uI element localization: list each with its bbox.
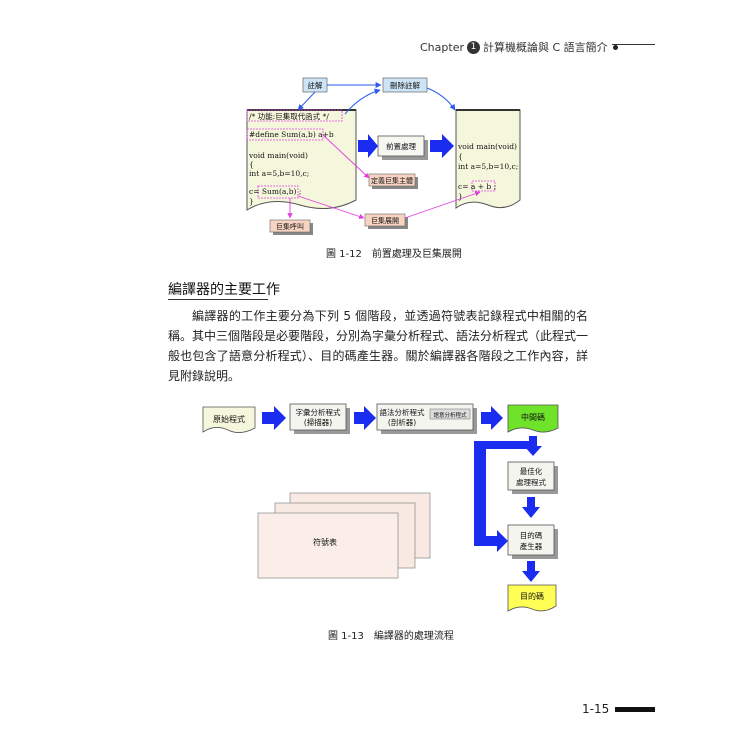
intermediate-code-label: 中間碼 — [521, 412, 545, 422]
book-page — [95, 0, 655, 750]
parser-label: 語法分析程式 — [380, 407, 425, 417]
left-code-line-3: void main(void) — [248, 151, 308, 160]
left-code-line-2: #define Sum(a,b) a+b — [249, 130, 334, 139]
left-code-line-1: /* 功能:巨集取代函式 */ — [249, 111, 329, 121]
left-arrow — [358, 134, 378, 158]
optimizer-label: 最佳化 — [520, 466, 543, 476]
intermediate-code-node — [507, 404, 559, 433]
symbol-table-label: 符號表 — [313, 537, 337, 547]
left-code-line-6: c= Sum(a,b) ; — [249, 187, 301, 196]
figure-1-13: 原始程式 字彙分析程式 (掃描器) 語法分析程式 (剖析器) 語意分析程式 中間… — [202, 403, 559, 612]
bypass-arrow — [474, 441, 533, 552]
flow-arrow-1 — [262, 406, 286, 430]
define-macro-tag — [368, 173, 416, 187]
code-generator-label: 目的碼 — [520, 530, 543, 540]
delete-comment-tag — [382, 77, 428, 93]
section-heading: 編譯器的主要工作 — [168, 282, 280, 298]
preprocess-label: 前置處理 — [386, 141, 416, 151]
right-code-line-3: int a=5,b=10,c; — [458, 162, 518, 171]
right-arrow — [430, 134, 454, 158]
figure-1-13-caption: 圖 1-13 編譯器的處理流程 — [328, 631, 454, 642]
left-code-line-7: } — [249, 197, 254, 206]
macro-call-tag — [269, 219, 311, 233]
symbol-table-page-front — [257, 512, 399, 579]
lexer-node — [289, 403, 347, 431]
page-number-bar — [615, 707, 655, 712]
header-rule — [612, 44, 655, 45]
chapter-header: Chapter 1 計算機概論與 C 語言簡介 — [420, 39, 618, 55]
source-program-node — [202, 406, 256, 433]
bullet-icon — [612, 44, 618, 50]
target-code-label: 目的碼 — [520, 591, 544, 601]
target-code-node — [507, 584, 557, 612]
body-paragraph: 編譯器的工作主要分為下列 5 個階段，並透過符號表記錄程式中相關的名稱。其中三個… — [168, 306, 588, 386]
define-macro-label: 定義巨集主體 — [371, 176, 413, 185]
right-code-line-5: } — [458, 192, 463, 201]
delete-comment-tag-label: 刪除註解 — [390, 80, 420, 90]
macro-call-label: 巨集呼叫 — [276, 222, 304, 231]
source-code-document — [246, 109, 357, 211]
chapter-title: 計算機概論與 C 語言簡介 — [482, 41, 608, 54]
code-generator-node — [507, 524, 555, 556]
macro-expand-tag — [364, 213, 406, 227]
flow-arrow-down-2 — [522, 497, 540, 518]
macro-expand-label: 巨集展開 — [371, 216, 399, 225]
optimizer-node — [507, 461, 555, 491]
comment-tag-label: 註解 — [308, 80, 323, 90]
right-code-line-4: c= a + b ; — [458, 182, 496, 191]
figure-1-12: /* 功能:巨集取代函式 */ #define Sum(a,b) a+b voi… — [246, 77, 521, 235]
expanded-code-document — [455, 109, 521, 209]
page-number: 1-15 — [582, 702, 610, 716]
source-program-label: 原始程式 — [213, 414, 245, 424]
flow-arrow-2 — [354, 406, 376, 430]
paragraph-text: 編譯器的工作主要分為下列 5 個階段，並透過符號表記錄程式中相關的名稱。其中三個… — [168, 309, 589, 383]
optimizer-sub-label: 處理程式 — [516, 477, 546, 487]
parser-sub-label: (剖析器) — [388, 417, 416, 427]
flow-arrow-down-3 — [522, 561, 540, 582]
left-code-line-5: int a=5,b=10,c; — [249, 169, 309, 178]
left-code-line-4: { — [249, 160, 254, 169]
section-heading-rule — [168, 299, 268, 300]
right-code-line-1: void main(void) — [457, 142, 517, 151]
lexer-label: 字彙分析程式 — [296, 407, 341, 417]
chapter-label: Chapter — [420, 40, 464, 54]
semantic-label: 語意分析程式 — [433, 411, 467, 419]
code-generator-sub-label: 產生器 — [520, 541, 543, 551]
right-code-line-2: { — [458, 152, 463, 161]
figure-1-12-caption: 圖 1-12 前置處理及巨集展開 — [326, 249, 462, 260]
chapter-number-badge: 1 — [466, 40, 480, 54]
flow-arrow-3 — [481, 406, 503, 430]
lexer-sub-label: (掃描器) — [304, 417, 332, 427]
